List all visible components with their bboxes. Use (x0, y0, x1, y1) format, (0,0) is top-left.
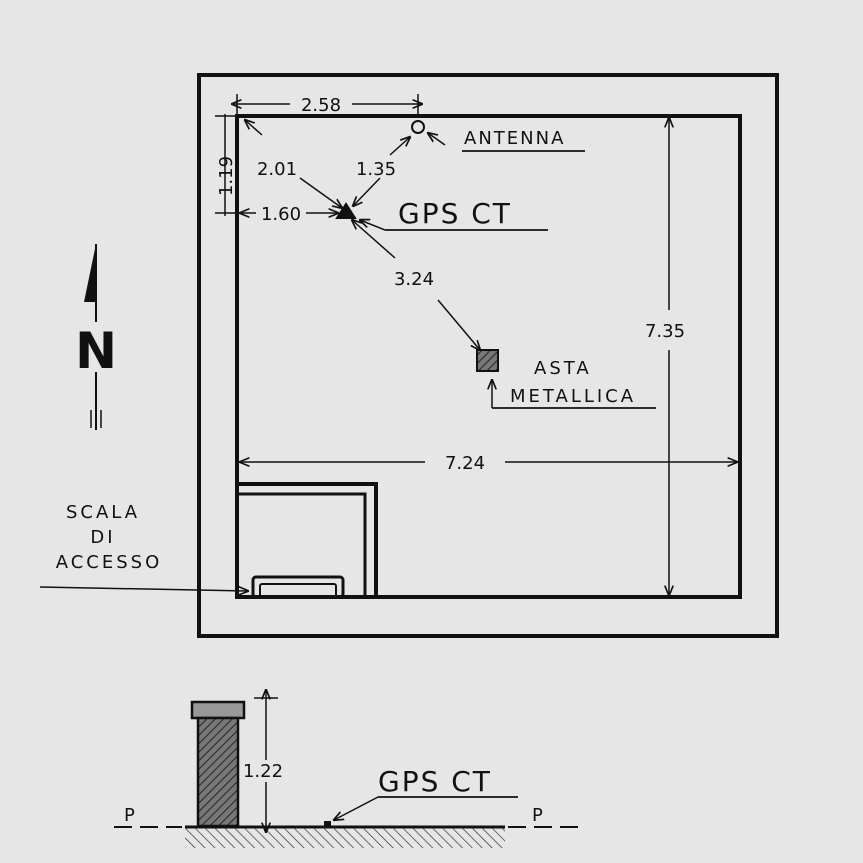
section-gps-label: GPS CT (378, 765, 492, 798)
dim-top-width: 2.58 (232, 94, 422, 118)
dim-diag-gps: 2.01 (245, 120, 342, 208)
gps-label-group: GPS CT (360, 197, 548, 231)
dim-gps-antenna-label: 1.35 (356, 159, 396, 180)
access-stair (237, 482, 378, 599)
antenna-label-group: ANTENNA (428, 128, 585, 152)
gps-marker (335, 202, 357, 219)
dim-left-offset-label: 1.19 (216, 156, 237, 196)
dim-diag-gps-label: 2.01 (257, 159, 297, 180)
dim-height-label: 7.35 (645, 321, 685, 342)
section-wall (196, 716, 240, 828)
dim-top-width-label: 2.58 (301, 95, 341, 116)
mast-marker (476, 349, 499, 372)
north-arrow: N (71, 244, 121, 430)
section-cap (190, 700, 246, 720)
section-gps-marker (324, 821, 331, 827)
access-label-line3: ACCESSO (56, 552, 163, 573)
section-p-left: P (124, 805, 135, 826)
north-label: N (75, 322, 117, 380)
dim-gps-antenna: 1.35 (353, 137, 410, 206)
antenna-marker (411, 120, 425, 134)
dim-width: 7.24 (240, 453, 737, 474)
dim-height: 7.35 (645, 118, 685, 595)
access-label-line1: SCALA (66, 502, 140, 523)
dim-gps-left: 1.60 (240, 204, 338, 225)
dim-gps-left-label: 1.60 (261, 204, 301, 225)
dim-left-offset: 1.19 (215, 114, 237, 216)
inner-wall (235, 114, 742, 599)
gps-label: GPS CT (398, 197, 512, 230)
section-height-label: 1.22 (243, 761, 283, 782)
outer-wall (197, 73, 779, 638)
dim-gps-mast: 3.24 (352, 220, 480, 350)
access-label-group: SCALA DI ACCESSO (39, 502, 248, 591)
mast-label-group: ASTA METALLICA (492, 358, 656, 409)
access-label-line2: DI (90, 527, 115, 548)
mast-label-line1: ASTA (534, 358, 592, 379)
mast-label-line2: METALLICA (510, 386, 636, 407)
section-p-right: P (532, 805, 543, 826)
dim-gps-mast-label: 3.24 (394, 269, 434, 290)
antenna-label: ANTENNA (464, 128, 565, 149)
section-view: P P 1.22 GPS CT (114, 690, 578, 848)
dim-width-label: 7.24 (445, 453, 485, 474)
